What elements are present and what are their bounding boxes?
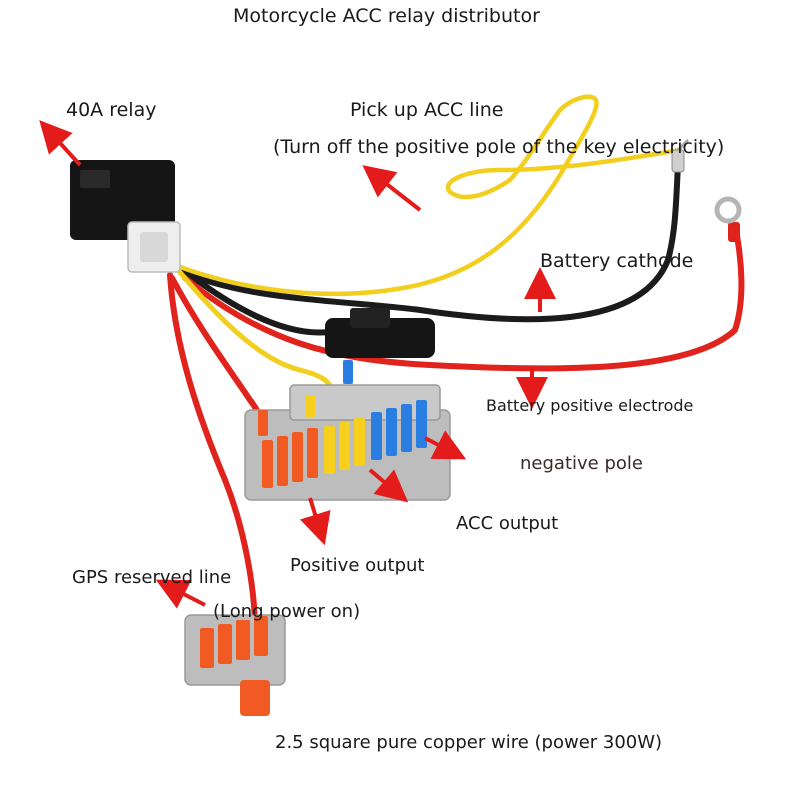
label-battery-cathode: Battery cathode xyxy=(540,250,694,272)
label-battery-positive: Battery positive electrode xyxy=(486,396,694,415)
arrow-acc-output xyxy=(368,468,409,503)
orange-levers xyxy=(258,410,318,488)
relay-40a xyxy=(70,160,181,273)
callout-arrows xyxy=(39,120,556,609)
gps-connector xyxy=(184,614,286,716)
fuse-holder xyxy=(325,308,435,358)
label-gps-reserved: GPS reserved line xyxy=(72,567,232,588)
yellow-wire-acc xyxy=(172,94,683,297)
label-wire-spec: 2.5 square pure copper wire (power 300W) xyxy=(275,732,663,753)
red-wire-battery xyxy=(182,222,745,372)
label-relay: 40A relay xyxy=(66,99,157,121)
arrow-acc-line xyxy=(362,165,422,212)
label-gps-note: (Long power on) xyxy=(213,601,361,622)
arrow-relay xyxy=(39,120,82,167)
yellow-levers xyxy=(305,395,365,474)
arrow-gps xyxy=(155,579,206,609)
yellow-wire-branch xyxy=(175,267,338,398)
splitter-connector xyxy=(244,360,451,501)
diagram-title: Motorcycle ACC relay distributor xyxy=(233,5,540,27)
black-wire xyxy=(177,162,681,323)
red-wire-gps xyxy=(167,272,258,633)
label-positive-output: Positive output xyxy=(290,555,425,576)
label-acc-output: ACC output xyxy=(456,513,559,534)
blue-levers xyxy=(343,360,427,460)
label-pickup-acc: Pick up ACC line xyxy=(350,99,504,121)
battery-terminals xyxy=(671,138,742,242)
arrow-positive-output xyxy=(299,497,331,546)
wire-harness xyxy=(167,94,745,633)
arrow-negative-pole xyxy=(424,430,467,460)
label-negative-pole: negative pole xyxy=(520,453,643,474)
label-pickup-acc-note: (Turn off the positive pole of the key e… xyxy=(273,136,725,158)
